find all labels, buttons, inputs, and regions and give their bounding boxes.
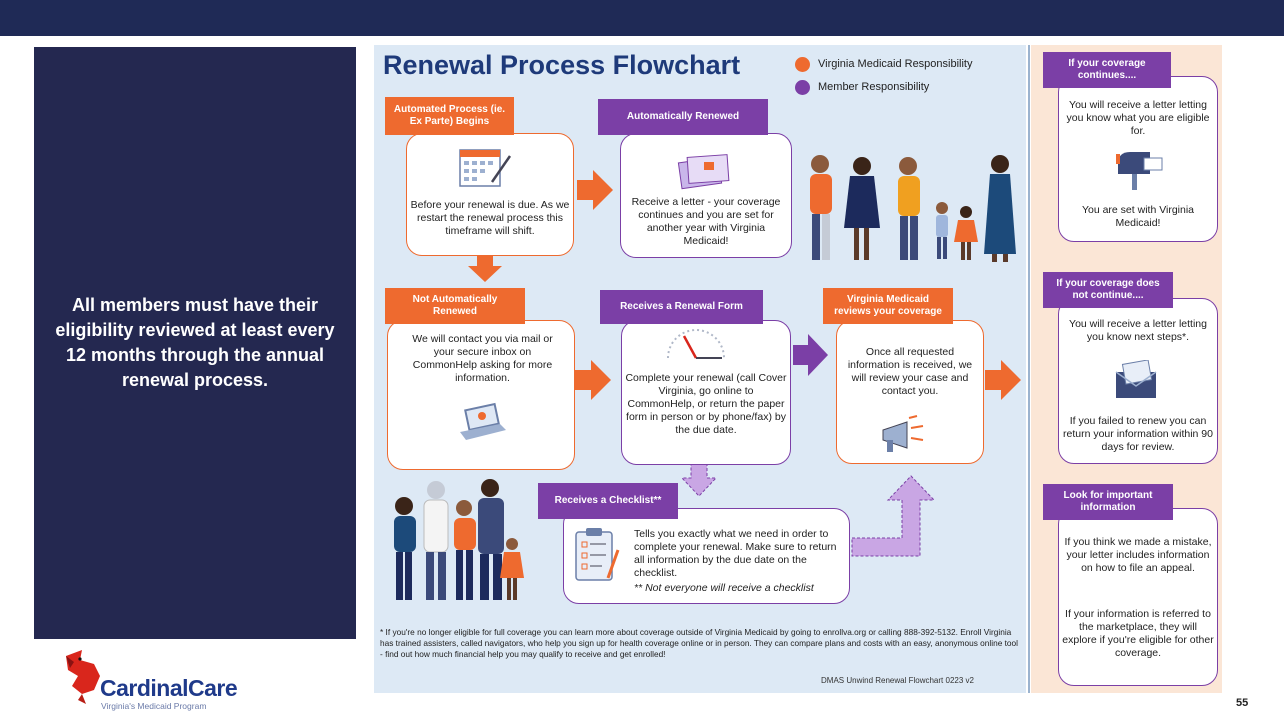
important-info-text2: If your information is referred to the m…	[1062, 608, 1214, 659]
mailbox-icon	[1116, 152, 1163, 190]
logo-tagline: Virginia's Medicaid Program	[101, 701, 207, 711]
important-info-tag: Look for important information	[1043, 484, 1173, 520]
arrow-right-icon	[985, 360, 1021, 400]
arrow-right-icon	[577, 170, 613, 210]
flowchart-divider	[1028, 45, 1030, 693]
arrow-right-icon	[575, 360, 611, 400]
left-panel-text: All members must have their eligibility …	[55, 295, 335, 390]
dashed-arrow-down-icon	[680, 463, 718, 497]
arrow-right-purple-icon	[793, 334, 828, 376]
legend-dot-purple	[795, 80, 810, 95]
calendar-icon	[459, 149, 512, 187]
renewal-form-tag: Receives a Renewal Form	[600, 290, 763, 324]
not-auto-renewed-card	[387, 320, 575, 470]
megaphone-icon	[882, 415, 924, 452]
reviews-coverage-card	[836, 320, 984, 464]
automatically-renewed-tag: Automatically Renewed	[598, 99, 768, 135]
checklist-text: Tells you exactly what we need in order …	[634, 528, 837, 579]
page-number: 55	[1236, 697, 1249, 709]
cardinal-logo-icon	[66, 650, 100, 704]
coverage-not-continue-text: You will receive a letter letting you kn…	[1069, 318, 1207, 343]
legend-label-medicaid: Virginia Medicaid Responsibility	[818, 58, 973, 70]
logo-name: CardinalCare	[100, 675, 238, 701]
coverage-not-continue-tag: If your coverage does not continue....	[1043, 272, 1173, 308]
checklist-note: ** Not everyone will receive a checklist	[634, 582, 814, 594]
not-auto-renewed-text: We will contact you via mail or your sec…	[412, 333, 553, 384]
family-icon	[810, 155, 1016, 262]
clipboard-icon	[575, 528, 620, 581]
top-bar	[0, 0, 1284, 36]
important-info-text: If you think we made a mistake, your let…	[1064, 536, 1212, 574]
not-auto-renewed-tag: Not Automatically Renewed	[385, 288, 525, 324]
family-group-icon	[394, 479, 524, 600]
reviews-coverage-text: Once all requested information is receiv…	[847, 346, 973, 397]
automatically-renewed-text: Receive a letter - your coverage continu…	[631, 196, 781, 247]
flowchart-title: Renewal Process Flowchart	[383, 50, 741, 80]
dashed-arrow-up-icon	[851, 475, 936, 557]
coverage-continues-tag: If your coverage continues....	[1043, 52, 1171, 88]
coverage-continues-text: You will receive a letter letting you kn…	[1066, 99, 1210, 137]
renewal-form-text: Complete your renewal (call Cover Virgin…	[625, 372, 787, 436]
coverage-continues-text2: You are set with Virginia Medicaid!	[1081, 204, 1195, 229]
laptop-icon	[460, 402, 506, 440]
coverage-not-continue-text2: If you failed to renew you can return yo…	[1063, 415, 1213, 453]
letters-icon	[677, 154, 730, 190]
automated-process-tag: Automated Process (ie. Ex Parte) Begins	[385, 97, 514, 135]
envelope-icon	[1115, 360, 1157, 398]
reviews-coverage-tag: Virginia Medicaid reviews your coverage	[823, 288, 953, 324]
arrow-down-icon	[468, 254, 502, 282]
flowchart-credit: DMAS Unwind Renewal Flowchart 0223 v2	[821, 676, 974, 685]
legend-label-member: Member Responsibility	[818, 81, 930, 93]
left-panel: All members must have their eligibility …	[34, 47, 356, 639]
clock-icon	[667, 329, 725, 359]
footnote: * If you're no longer eligible for full …	[380, 627, 1019, 659]
automatically-renewed-card	[620, 133, 792, 258]
automated-process-text: Before your renewal is due. As we restar…	[410, 199, 570, 237]
legend-dot-orange	[795, 57, 810, 72]
checklist-tag: Receives a Checklist**	[538, 483, 678, 519]
renewal-form-card	[621, 320, 791, 465]
